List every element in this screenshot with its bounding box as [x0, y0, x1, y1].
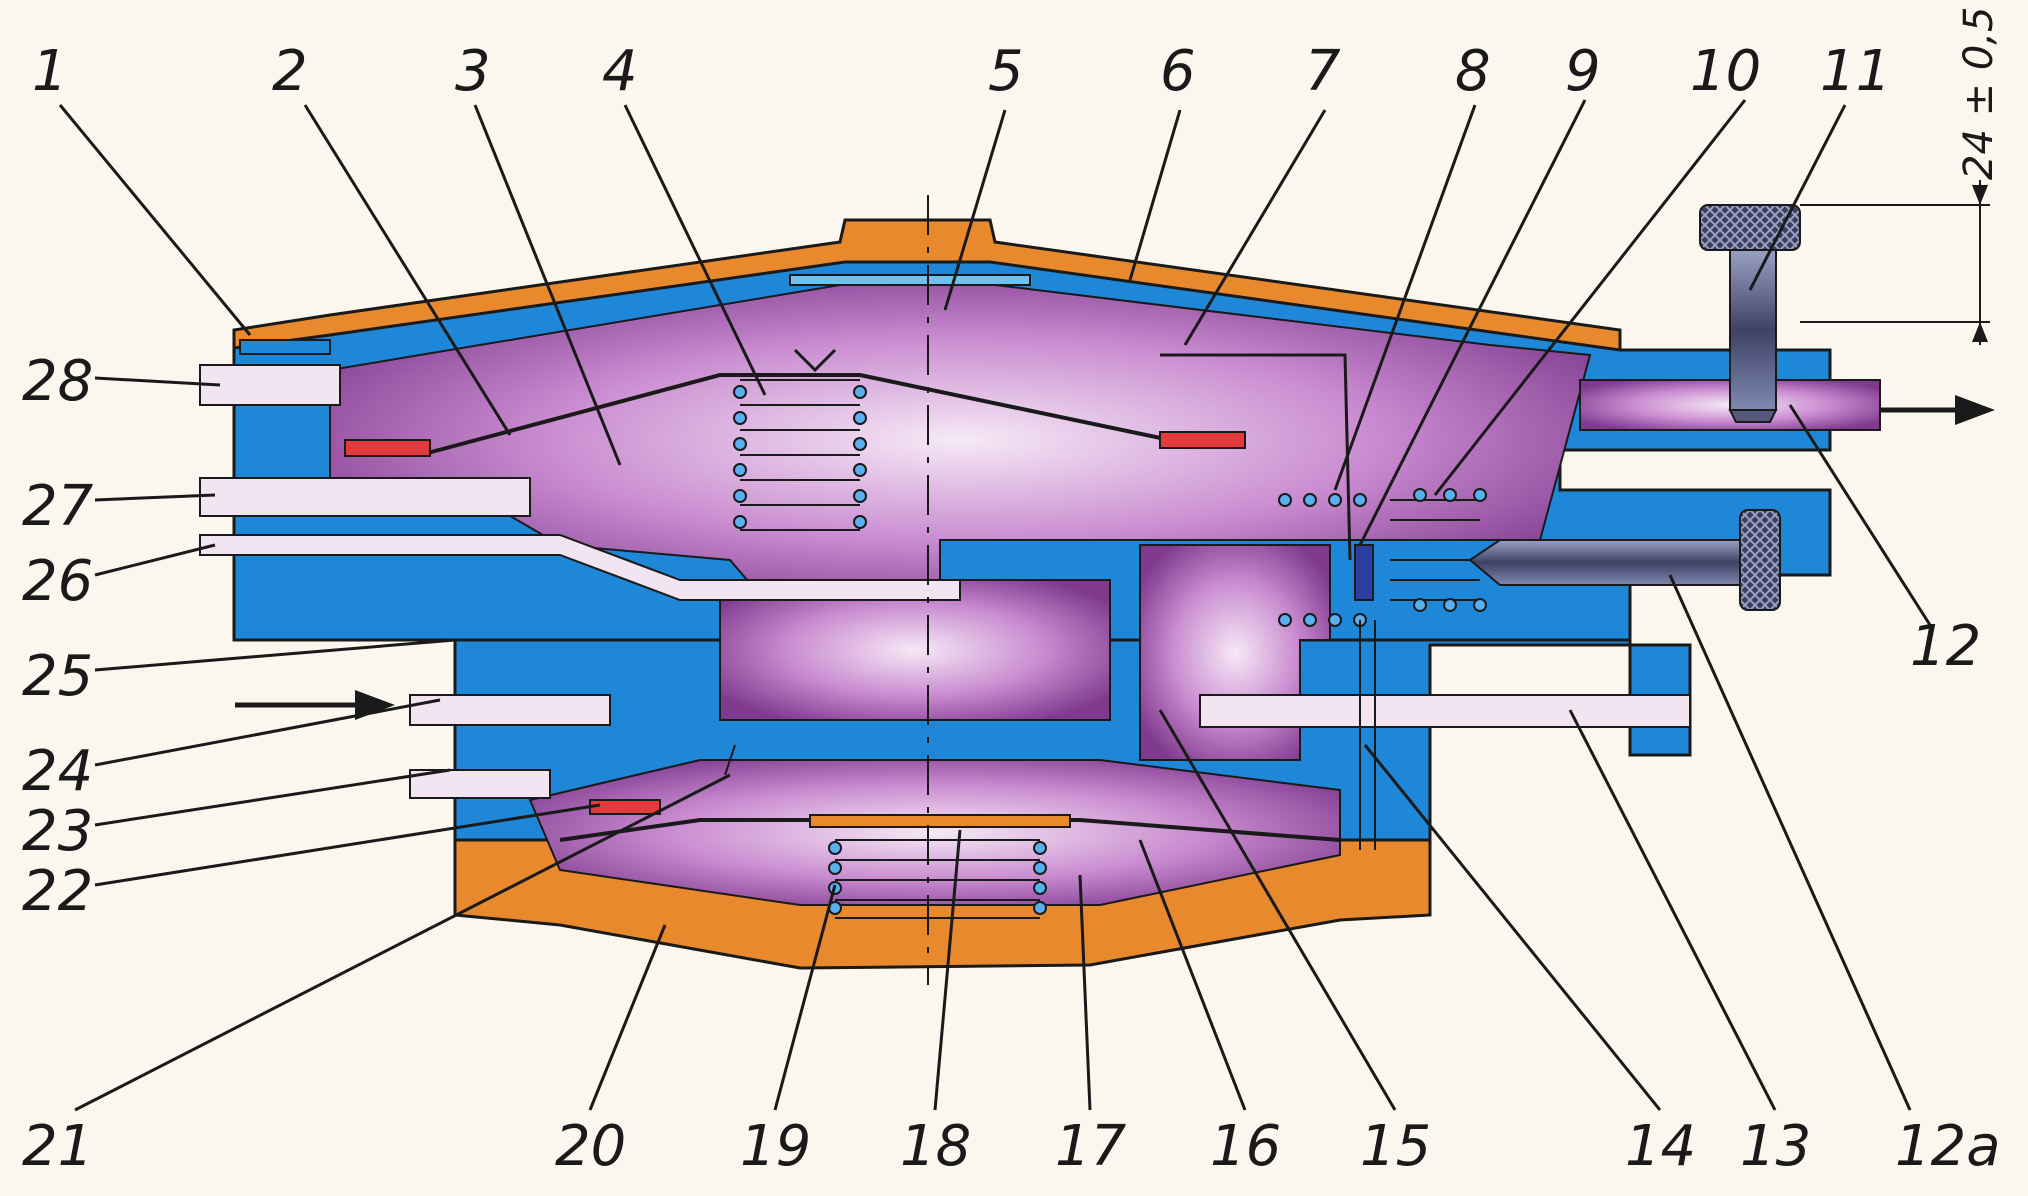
adjusting-screw — [1468, 509, 1781, 611]
port-24 — [409, 694, 611, 726]
label-5: 5 — [988, 39, 1024, 104]
outlet-arrow — [1880, 395, 1995, 425]
upper-spring — [733, 379, 867, 531]
leader-lines — [58, 99, 1932, 1112]
screw-knob-11 — [1699, 204, 1801, 251]
label-22: 22 — [22, 859, 93, 924]
label-25: 25 — [22, 644, 93, 709]
dimension-label: 24 ± 0,5 — [1956, 7, 2002, 180]
upper-diaphragm — [419, 373, 1171, 457]
diaphragms — [239, 274, 1341, 842]
port-23 — [409, 769, 551, 799]
seal-lower-left — [589, 799, 661, 815]
label-1: 1 — [32, 39, 68, 104]
label-21: 21 — [22, 1114, 93, 1179]
seal-top — [789, 274, 1031, 286]
labels: 1 2 3 4 5 6 7 8 9 10 11 12 12a 13 14 15 … — [22, 39, 2001, 1179]
label-19: 19 — [740, 1114, 811, 1179]
screw-shaft-11 — [1729, 249, 1777, 411]
label-3: 3 — [455, 39, 491, 104]
seal-upper-left — [344, 439, 431, 457]
central-passage — [719, 579, 1111, 721]
label-28: 28 — [22, 349, 93, 414]
seal-upper-right — [1159, 431, 1246, 449]
inlet-arrow — [235, 690, 395, 720]
label-24: 24 — [22, 739, 93, 804]
label-13: 13 — [1740, 1114, 1811, 1179]
label-15: 15 — [1360, 1114, 1431, 1179]
label-17: 17 — [1055, 1114, 1127, 1179]
label-23: 23 — [22, 799, 93, 864]
lower-plate — [809, 814, 1071, 828]
label-4: 4 — [602, 39, 638, 104]
label-2: 2 — [272, 39, 308, 104]
label-6: 6 — [1160, 39, 1196, 104]
low-pressure-chamber — [528, 759, 1341, 906]
label-12a: 12a — [1895, 1114, 2001, 1179]
port-26 — [199, 534, 961, 601]
seal-inlet — [239, 339, 331, 355]
screw-knob-12a — [1739, 509, 1781, 611]
label-8: 8 — [1455, 39, 1491, 104]
label-18: 18 — [900, 1114, 971, 1179]
label-7: 7 — [1305, 39, 1341, 104]
port-27 — [199, 477, 531, 517]
label-10: 10 — [1690, 39, 1761, 104]
port-13 — [1199, 694, 1691, 728]
lower-spring — [828, 839, 1047, 919]
label-16: 16 — [1210, 1114, 1281, 1179]
label-11: 11 — [1820, 39, 1891, 104]
label-26: 26 — [22, 549, 93, 614]
label-14: 14 — [1625, 1114, 1696, 1179]
label-27: 27 — [22, 474, 94, 539]
left-ports — [199, 364, 1691, 799]
dimension-24: 24 ± 0,5 — [1800, 7, 2002, 345]
port-28 — [199, 364, 341, 406]
label-9: 9 — [1565, 39, 1601, 104]
valve-links — [724, 348, 1376, 850]
label-20: 20 — [555, 1114, 626, 1179]
label-12: 12 — [1910, 614, 1981, 679]
